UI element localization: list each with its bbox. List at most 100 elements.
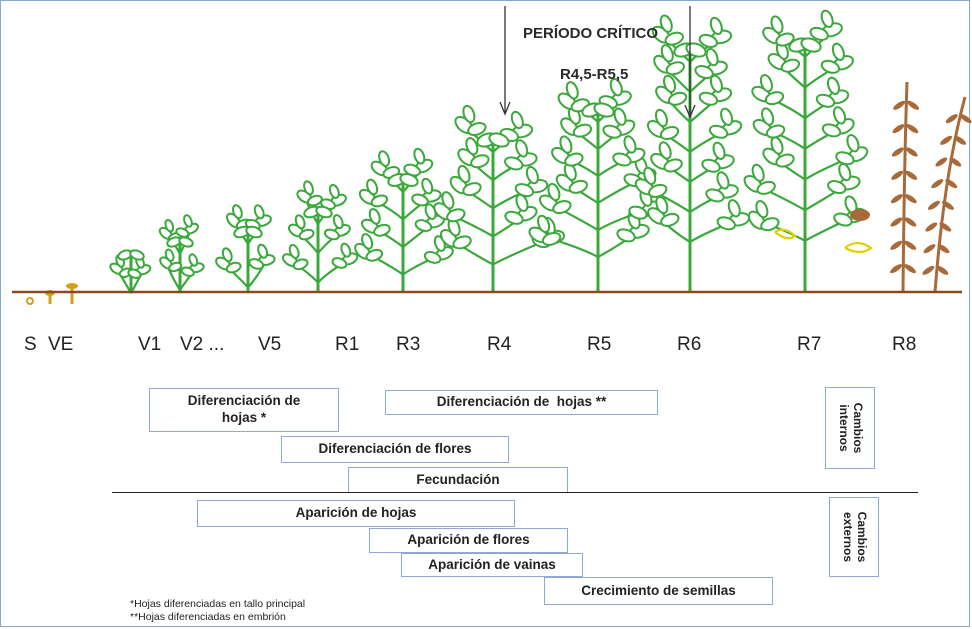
mature-pod — [891, 170, 904, 180]
stage-label-s: S — [24, 334, 37, 355]
footnote-main-stem: *Hojas diferenciadas en tallo principal — [130, 598, 306, 610]
leaf — [164, 218, 175, 233]
mature-pod — [936, 265, 949, 275]
leaf — [568, 179, 588, 194]
mature-pod — [940, 135, 953, 145]
leaf — [370, 194, 389, 208]
leaf — [248, 258, 265, 270]
leaf — [510, 110, 524, 130]
pod — [774, 228, 797, 240]
leaf — [846, 134, 860, 153]
mature-pod — [890, 194, 903, 204]
leaf — [572, 123, 593, 138]
leaf — [751, 163, 765, 183]
leaf — [826, 76, 840, 95]
leaf — [727, 199, 741, 218]
leaf — [441, 191, 455, 210]
leaf — [537, 214, 551, 234]
leaf — [465, 137, 479, 156]
mature-pod — [905, 147, 918, 157]
mature-pod — [904, 264, 916, 274]
seed — [26, 297, 34, 305]
leaf — [832, 106, 847, 125]
leaf — [716, 216, 736, 231]
critical-period-range: R4,5-R5,5 — [560, 66, 629, 83]
leaf — [833, 212, 853, 227]
arrow-right-head — [684, 104, 696, 119]
external-changes-label-box: Cambios externos — [829, 497, 879, 577]
pod — [844, 241, 873, 254]
leaf — [231, 204, 243, 220]
leaf — [705, 188, 725, 203]
leaf — [756, 180, 776, 195]
leaf — [709, 74, 723, 93]
leaf — [168, 261, 183, 273]
leaf — [659, 125, 680, 140]
mature-pod — [904, 194, 917, 204]
leaf — [414, 219, 433, 232]
mature-leaf — [850, 209, 870, 221]
bar-leaf-appearance: Aparición de hojas — [197, 500, 515, 527]
leaf — [514, 183, 535, 198]
mature-pod — [959, 114, 972, 124]
leaf — [835, 151, 855, 166]
leaf — [127, 268, 142, 279]
mature-pod — [906, 124, 919, 134]
leaf — [257, 243, 269, 259]
leaf — [759, 73, 773, 93]
leaf — [775, 32, 795, 47]
leaf — [547, 182, 561, 202]
mature-pod — [942, 200, 954, 210]
stage-label-v5: V5 — [258, 334, 282, 355]
leaf — [613, 107, 627, 126]
leaf — [245, 225, 263, 239]
leaf — [315, 205, 333, 219]
mature-pod — [954, 135, 967, 145]
internal-changes-label: Cambios internos — [837, 402, 865, 454]
leaf — [760, 217, 780, 232]
arrow-left-head — [499, 101, 511, 116]
stage-label-r7: R7 — [797, 334, 822, 355]
leaf — [368, 208, 381, 225]
leaf — [765, 124, 786, 139]
leaf — [180, 266, 195, 277]
stage-label-r1: R1 — [335, 334, 360, 355]
leaf — [658, 141, 672, 160]
mature-pod — [890, 240, 903, 250]
bar-seed-growth: Crecimiento de semillas — [544, 577, 773, 605]
leaf — [755, 199, 769, 219]
stage-label-r3: R3 — [396, 334, 421, 355]
leaf — [659, 14, 673, 33]
bar-leaf-differentiation-embryo: Diferenciación de hojas ** — [385, 390, 658, 415]
mature-pod — [891, 147, 904, 157]
mature-pod — [925, 222, 938, 232]
leaf — [399, 173, 419, 187]
leaf — [712, 141, 726, 160]
leaf — [564, 152, 584, 167]
stage-label-r8: R8 — [892, 334, 917, 355]
leaf — [525, 165, 539, 185]
footnote-embryo: **Hojas diferenciadas en embrión — [130, 611, 286, 623]
leaf — [488, 132, 510, 148]
leaf — [716, 171, 730, 190]
leaf — [565, 81, 579, 100]
leaf — [664, 31, 684, 46]
bar-flower-differentiation: Diferenciación de flores — [281, 436, 509, 463]
leaf — [452, 235, 472, 250]
leaf — [694, 65, 714, 80]
leaf — [602, 124, 622, 139]
leaf — [660, 212, 680, 227]
leaf — [504, 210, 524, 225]
leaf — [413, 147, 426, 165]
sprout-leaf — [66, 283, 78, 289]
leaf — [648, 183, 668, 198]
leaf — [708, 124, 729, 139]
critical-period-title: PERÍODO CRÍTICO — [523, 25, 659, 42]
leaf — [701, 158, 721, 173]
leaf — [616, 228, 636, 243]
leaf — [761, 107, 775, 126]
mature-pod — [945, 114, 958, 124]
leaf — [821, 123, 842, 138]
leaf — [365, 248, 384, 262]
